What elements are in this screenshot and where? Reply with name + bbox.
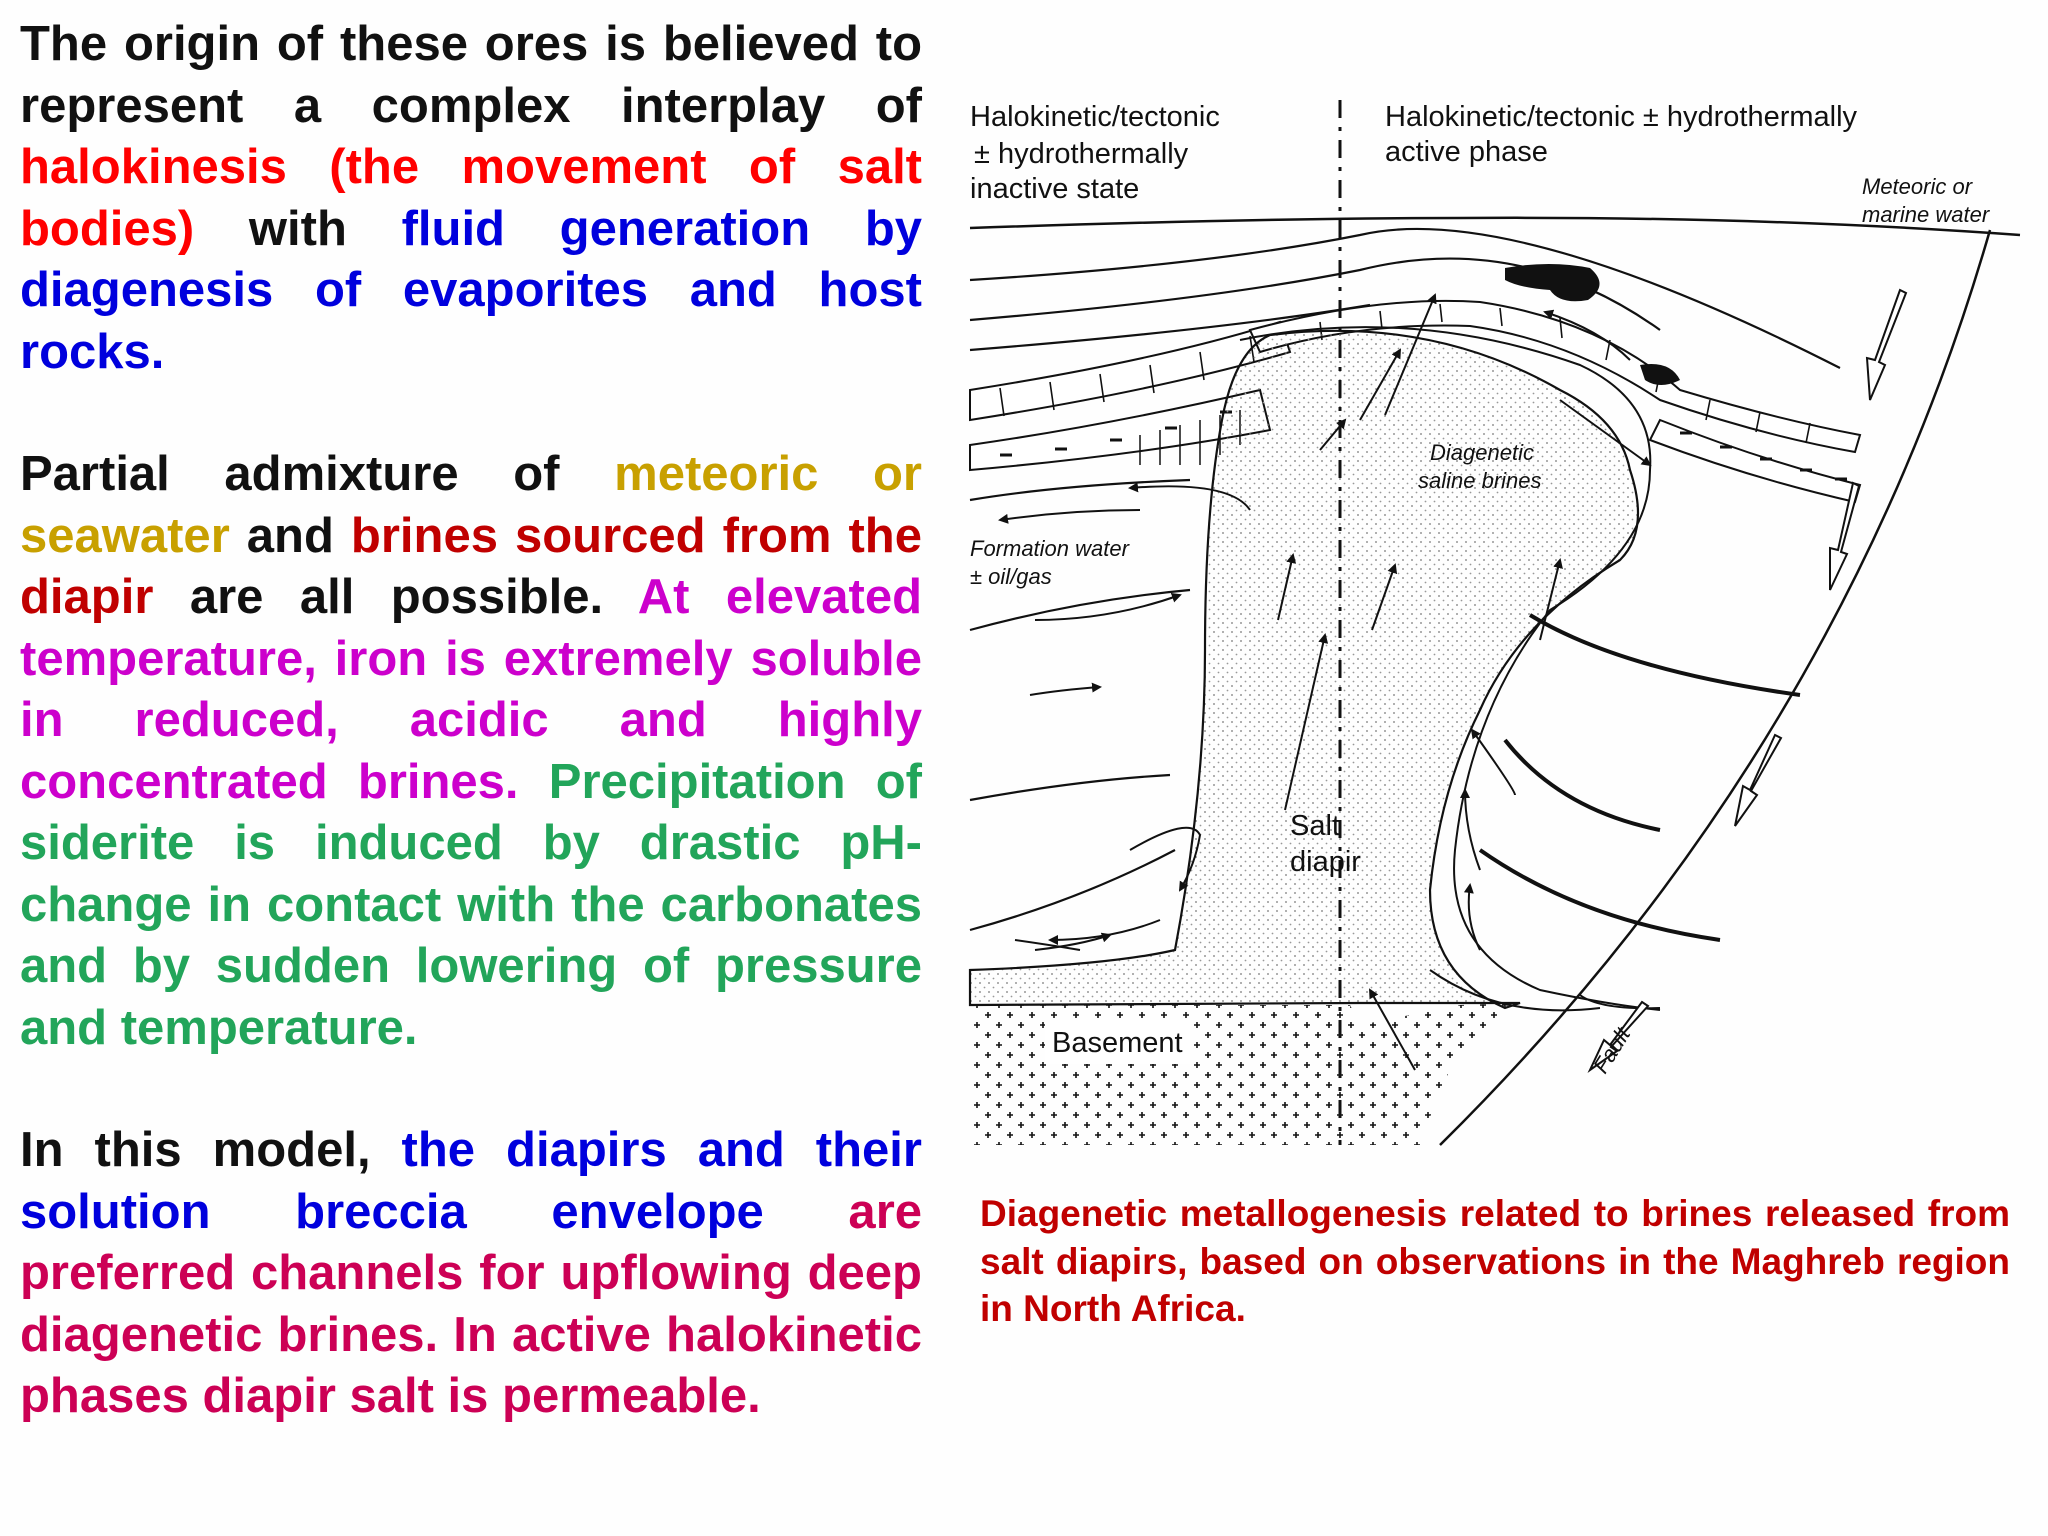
flow-arrow	[1029, 682, 1102, 696]
text-span: brines sourced from the diapir	[20, 508, 922, 625]
stratum-line	[969, 588, 1191, 632]
text-span: Partial admixture of	[20, 447, 615, 501]
flow-arrow	[1359, 348, 1401, 421]
diagenetic-brines-label: Diagenetic saline brines	[1418, 440, 1542, 493]
meteoric-inflow-arrow	[1734, 733, 1783, 827]
flow-arrow	[1129, 826, 1202, 892]
paragraph-model: In this model, the diapirs and their sol…	[20, 1120, 922, 1428]
paragraph-origin: The origin of these ores is believed to …	[20, 14, 922, 383]
text-span: The origin of these ores is believed to …	[20, 17, 922, 133]
left-header-label: Halokinetic/tectonic ± hydrothermally in…	[970, 101, 1228, 205]
flow-arrow	[1034, 592, 1182, 621]
flow-arrow	[1559, 399, 1652, 467]
salt-diapir-body	[968, 329, 1640, 1010]
paragraph-admixture: Partial admixture of meteoric or seawate…	[20, 444, 922, 1059]
flow-arrow	[1371, 563, 1398, 631]
stratum-line	[969, 849, 1176, 932]
ore-body-upper	[1505, 264, 1600, 302]
flow-arrow	[1014, 939, 1081, 951]
flow-arrow	[1034, 932, 1112, 951]
flow-arrow	[998, 509, 1141, 524]
flow-arrow	[1384, 293, 1437, 416]
stratum-line	[969, 478, 1191, 502]
basement-label: Basement	[1052, 1027, 1183, 1059]
text-span: meteoric or seawater	[20, 447, 923, 563]
text-span: halokinesis (the movement of salt bodies…	[20, 140, 922, 256]
flow-arrow	[1543, 309, 1631, 361]
salt-diapir-diagram: Halokinetic/tectonic ± hydrothermally in…	[968, 100, 2021, 1146]
fault-label: Fault	[1588, 1022, 1636, 1077]
text-span: and	[229, 508, 351, 563]
ground-surface	[969, 216, 2021, 237]
text-span: the diapirs and their solution breccia e…	[20, 1123, 922, 1239]
stratum-line	[969, 773, 1171, 802]
flow-arrow	[1048, 919, 1161, 945]
fault-line	[1439, 229, 1992, 1146]
text-span: fluid generation by diagenesis of evapor…	[20, 201, 922, 379]
stratum-line	[969, 227, 1841, 369]
flow-arrow	[1463, 883, 1481, 951]
text-span: Precipitation of siderite is induced by …	[20, 754, 922, 1055]
figure-caption: Diagenetic metallogenesis related to bri…	[980, 1193, 2010, 1329]
breccia-envelope	[1239, 326, 1661, 1011]
text-span: In this model,	[20, 1123, 402, 1177]
meteoric-inflow-arrow	[1865, 288, 1908, 401]
meteoric-water-label: Meteoric or marine water	[1862, 174, 1991, 227]
flow-arrow	[1277, 553, 1297, 621]
flow-arrow	[1369, 988, 1416, 1071]
text-span: At elevated temperature, iron is extreme…	[20, 570, 922, 809]
stratum-line-right	[1478, 848, 1721, 942]
flow-arrow	[1460, 788, 1481, 871]
text-span: are all possible.	[153, 570, 638, 624]
formation-water-label: Formation water ± oil/gas	[970, 536, 1135, 589]
flow-arrow	[1319, 418, 1347, 451]
right-header-label: Halokinetic/tectonic ± hydrothermally ac…	[1385, 101, 1865, 168]
flow-arrow	[1470, 728, 1516, 796]
meteoric-inflow-arrow	[1829, 481, 1861, 591]
flow-arrow	[1284, 633, 1329, 811]
text-span: are preferred channels for upflowing dee…	[20, 1184, 923, 1424]
stratum-line-right	[1528, 613, 1801, 697]
flow-arrow	[1539, 558, 1563, 641]
flow-arrow	[1128, 482, 1251, 511]
stratum-line-right	[1503, 738, 1661, 832]
text-span	[519, 755, 549, 809]
meteoric-inflow-arrow	[1587, 1000, 1650, 1073]
ore-body-lower	[1640, 364, 1680, 385]
text-span: with	[194, 201, 402, 256]
salt-diapir-label: Salt diapir	[1290, 810, 1361, 878]
explanatory-text: The origin of these ores is believed to …	[20, 14, 922, 1489]
